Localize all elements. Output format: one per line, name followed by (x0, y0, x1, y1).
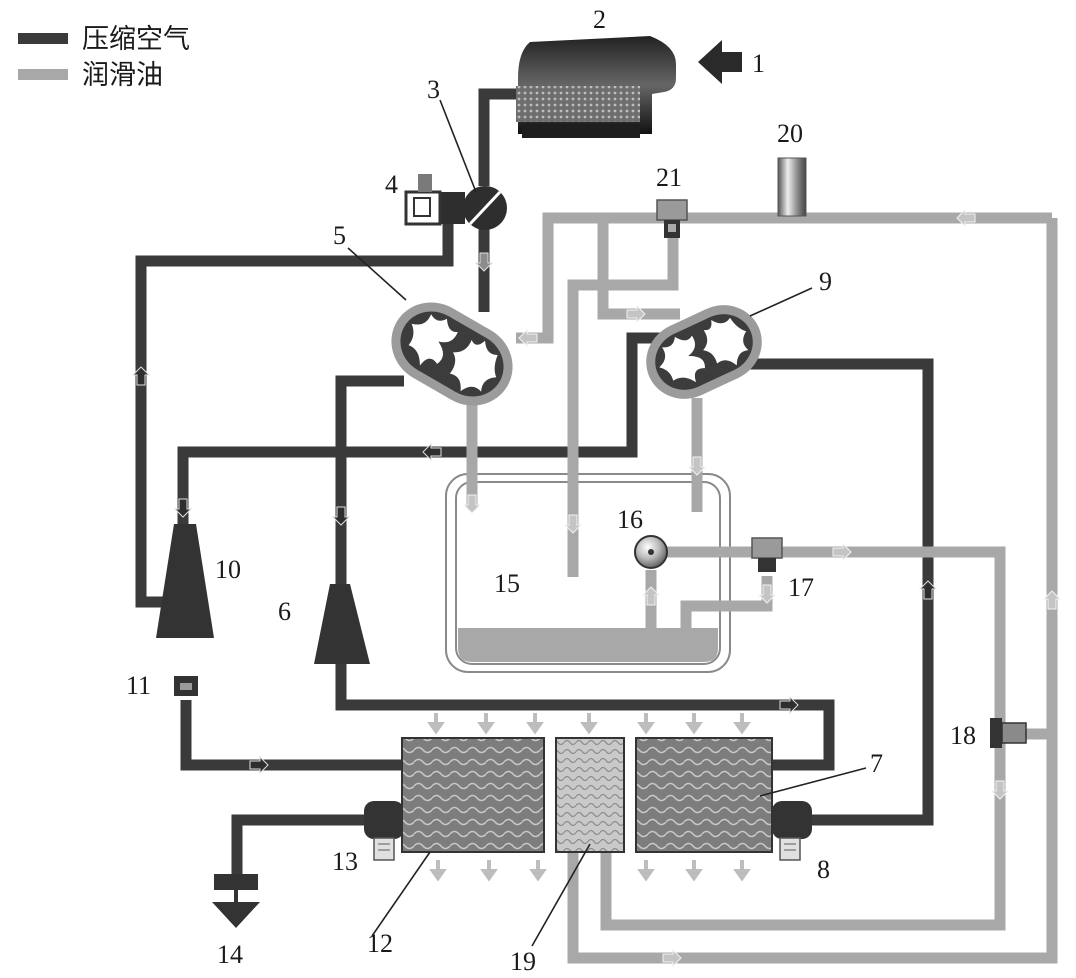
oil-reservoir (445, 473, 731, 673)
legend-label-air: 压缩空气 (82, 24, 190, 55)
oil-cooler (555, 737, 625, 853)
flow-arrow-oil (518, 328, 538, 348)
flow-arrow-oil (626, 304, 646, 324)
label-16: 16 (617, 505, 643, 534)
flow-arrow-air (779, 695, 799, 715)
cooling-arrow-out (429, 860, 447, 882)
label-8: 8 (817, 855, 830, 884)
flow-arrows (131, 208, 1062, 968)
flow-arrow-air (131, 366, 151, 386)
cooling-arrow-in (637, 713, 655, 735)
label-21: 21 (656, 163, 682, 192)
label-7: 7 (870, 749, 883, 778)
cooling-arrow-in (477, 713, 495, 735)
flow-arrow-air (474, 252, 494, 272)
cooling-arrow-out (637, 860, 655, 882)
label-13: 13 (332, 847, 358, 876)
flow-arrow-oil (563, 514, 583, 534)
air-filter (516, 36, 676, 138)
label-5: 5 (333, 221, 346, 250)
flow-arrow-air (173, 498, 193, 518)
label-19: 19 (510, 947, 536, 976)
flow-arrow-oil (662, 948, 682, 968)
label-18: 18 (950, 721, 976, 750)
legend-swatch-air (18, 33, 68, 44)
oil-filter-20 (777, 157, 807, 217)
label-20: 20 (777, 119, 803, 148)
aftercooler (635, 737, 773, 853)
cooling-arrow-in (733, 713, 751, 735)
flow-arrow-oil (687, 456, 707, 476)
label-11: 11 (126, 671, 151, 700)
label-1: 1 (752, 49, 765, 78)
leader-lines (347, 99, 867, 947)
label-10: 10 (215, 555, 241, 584)
oil-valve-18 (990, 718, 1027, 748)
flow-arrow-oil (462, 494, 482, 514)
cooling-arrow-out (480, 860, 498, 882)
flow-arrow-air (422, 442, 442, 462)
cooling-arrow-in (580, 713, 598, 735)
cooling-airflow-arrows (427, 713, 751, 882)
flow-arrow-air (331, 506, 351, 526)
label-6: 6 (278, 597, 291, 626)
flow-arrow-oil (757, 584, 777, 604)
label-15: 15 (494, 569, 520, 598)
legend: 压缩空气 润滑油 (18, 24, 190, 91)
oil-pump (634, 535, 668, 569)
flow-arrow-oil (990, 780, 1010, 800)
drain-valve-8 (772, 801, 812, 861)
flow-arrow-air (249, 755, 269, 775)
flow-arrow-air (918, 580, 938, 600)
solenoid-valve (404, 174, 442, 226)
cooling-arrow-out (733, 860, 751, 882)
second-stage-compressor (646, 305, 762, 399)
oil-valve-21 (656, 199, 688, 238)
number-labels: 1 2 3 4 5 6 7 8 9 10 11 12 13 14 15 16 1… (126, 5, 976, 976)
label-2: 2 (593, 5, 606, 34)
cooling-arrow-in (526, 713, 544, 735)
flow-arrow-oil (641, 586, 661, 606)
intake-valve (437, 186, 507, 230)
label-14: 14 (217, 940, 243, 969)
flow-arrow-oil (1042, 590, 1062, 610)
first-stage-compressor (391, 302, 513, 406)
separator-6 (314, 584, 370, 664)
intake-arrow-icon (698, 40, 742, 84)
cooling-arrow-out (529, 860, 547, 882)
label-12: 12 (367, 929, 393, 958)
cooling-arrow-in (427, 713, 445, 735)
label-17: 17 (788, 573, 814, 602)
cooling-arrow-out (685, 860, 703, 882)
oil-filter-17 (751, 537, 783, 572)
flow-arrow-oil (956, 208, 976, 228)
legend-label-oil: 润滑油 (82, 60, 163, 91)
label-9: 9 (819, 267, 832, 296)
drain-valve-13 (364, 801, 404, 861)
label-4: 4 (385, 170, 398, 199)
check-valve-11 (174, 676, 198, 696)
separator-10 (156, 524, 214, 638)
cooling-arrow-in (685, 713, 703, 735)
label-3: 3 (427, 75, 440, 104)
flow-arrow-oil (832, 542, 852, 562)
outlet-arrow-icon (212, 874, 260, 928)
legend-swatch-oil (18, 69, 68, 80)
intercooler (401, 737, 545, 853)
